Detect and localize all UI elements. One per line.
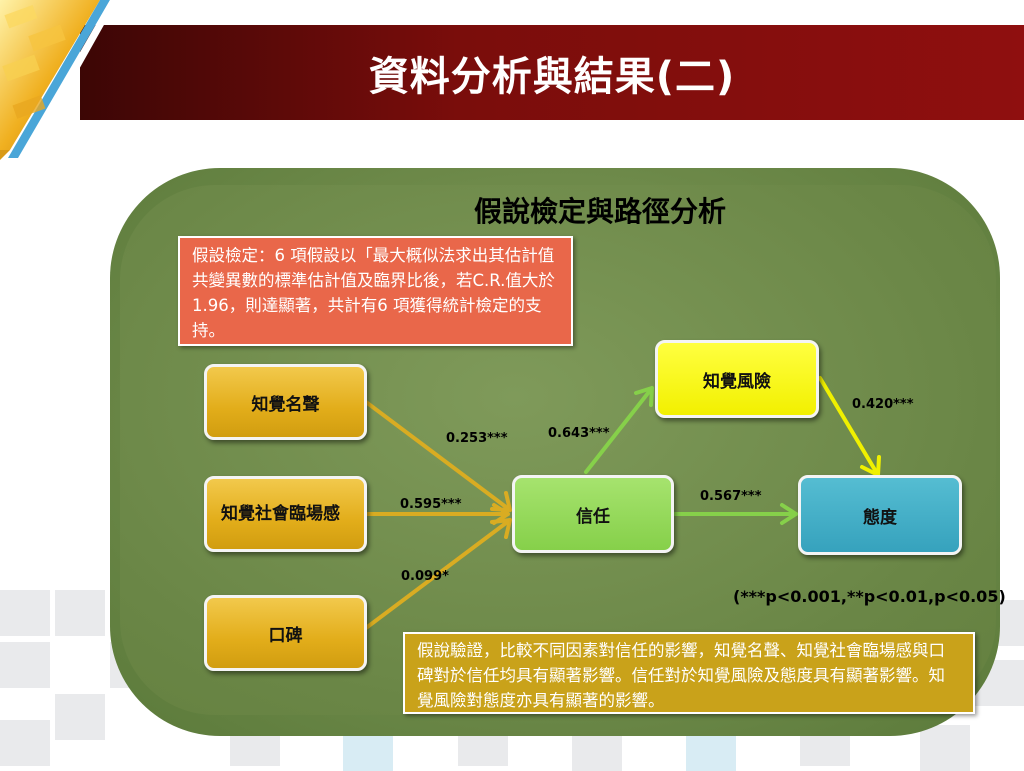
title-banner bbox=[80, 25, 1024, 120]
significance-legend: (***p<0.001,**p<0.01,p<0.05) bbox=[733, 587, 1006, 606]
coef-presence-trust: 0.595*** bbox=[400, 497, 462, 512]
node-trust: 信任 bbox=[512, 475, 674, 553]
page-title: 資料分析與結果(二) bbox=[368, 53, 736, 100]
coef-trust-risk: 0.643*** bbox=[548, 426, 610, 441]
node-perceived-social-presence: 知覺社會臨場感 bbox=[204, 476, 367, 552]
coef-wom-trust: 0.099* bbox=[401, 569, 449, 584]
hypothesis-verification-note: 假說驗證，比較不同因素對信任的影響，知覺名聲、知覺社會臨場感與口碑對於信任均具有… bbox=[403, 632, 975, 714]
diagram-title: 假說檢定與路徑分析 bbox=[473, 195, 726, 228]
hypothesis-test-note: 假設檢定：6 項假設以「最大概似法求出其估計值共變異數的標準估計值及臨界比後，若… bbox=[178, 236, 573, 346]
node-word-of-mouth: 口碑 bbox=[204, 595, 367, 671]
coef-reputation-trust: 0.253*** bbox=[446, 431, 508, 446]
arrow-trust-risk bbox=[584, 386, 654, 474]
node-perceived-reputation: 知覺名聲 bbox=[204, 364, 367, 440]
coef-trust-attitude: 0.567*** bbox=[700, 489, 762, 504]
arrow-risk-attitude bbox=[818, 376, 881, 477]
arrow-wom-trust bbox=[364, 518, 512, 630]
node-perceived-risk: 知覺風險 bbox=[655, 340, 819, 418]
arrow-trust-attitude bbox=[673, 503, 798, 525]
coef-risk-attitude: 0.420*** bbox=[852, 397, 914, 412]
arrow-reputation-trust bbox=[364, 400, 512, 512]
gold-bars-logo bbox=[0, 0, 118, 160]
node-attitude: 態度 bbox=[798, 475, 962, 555]
